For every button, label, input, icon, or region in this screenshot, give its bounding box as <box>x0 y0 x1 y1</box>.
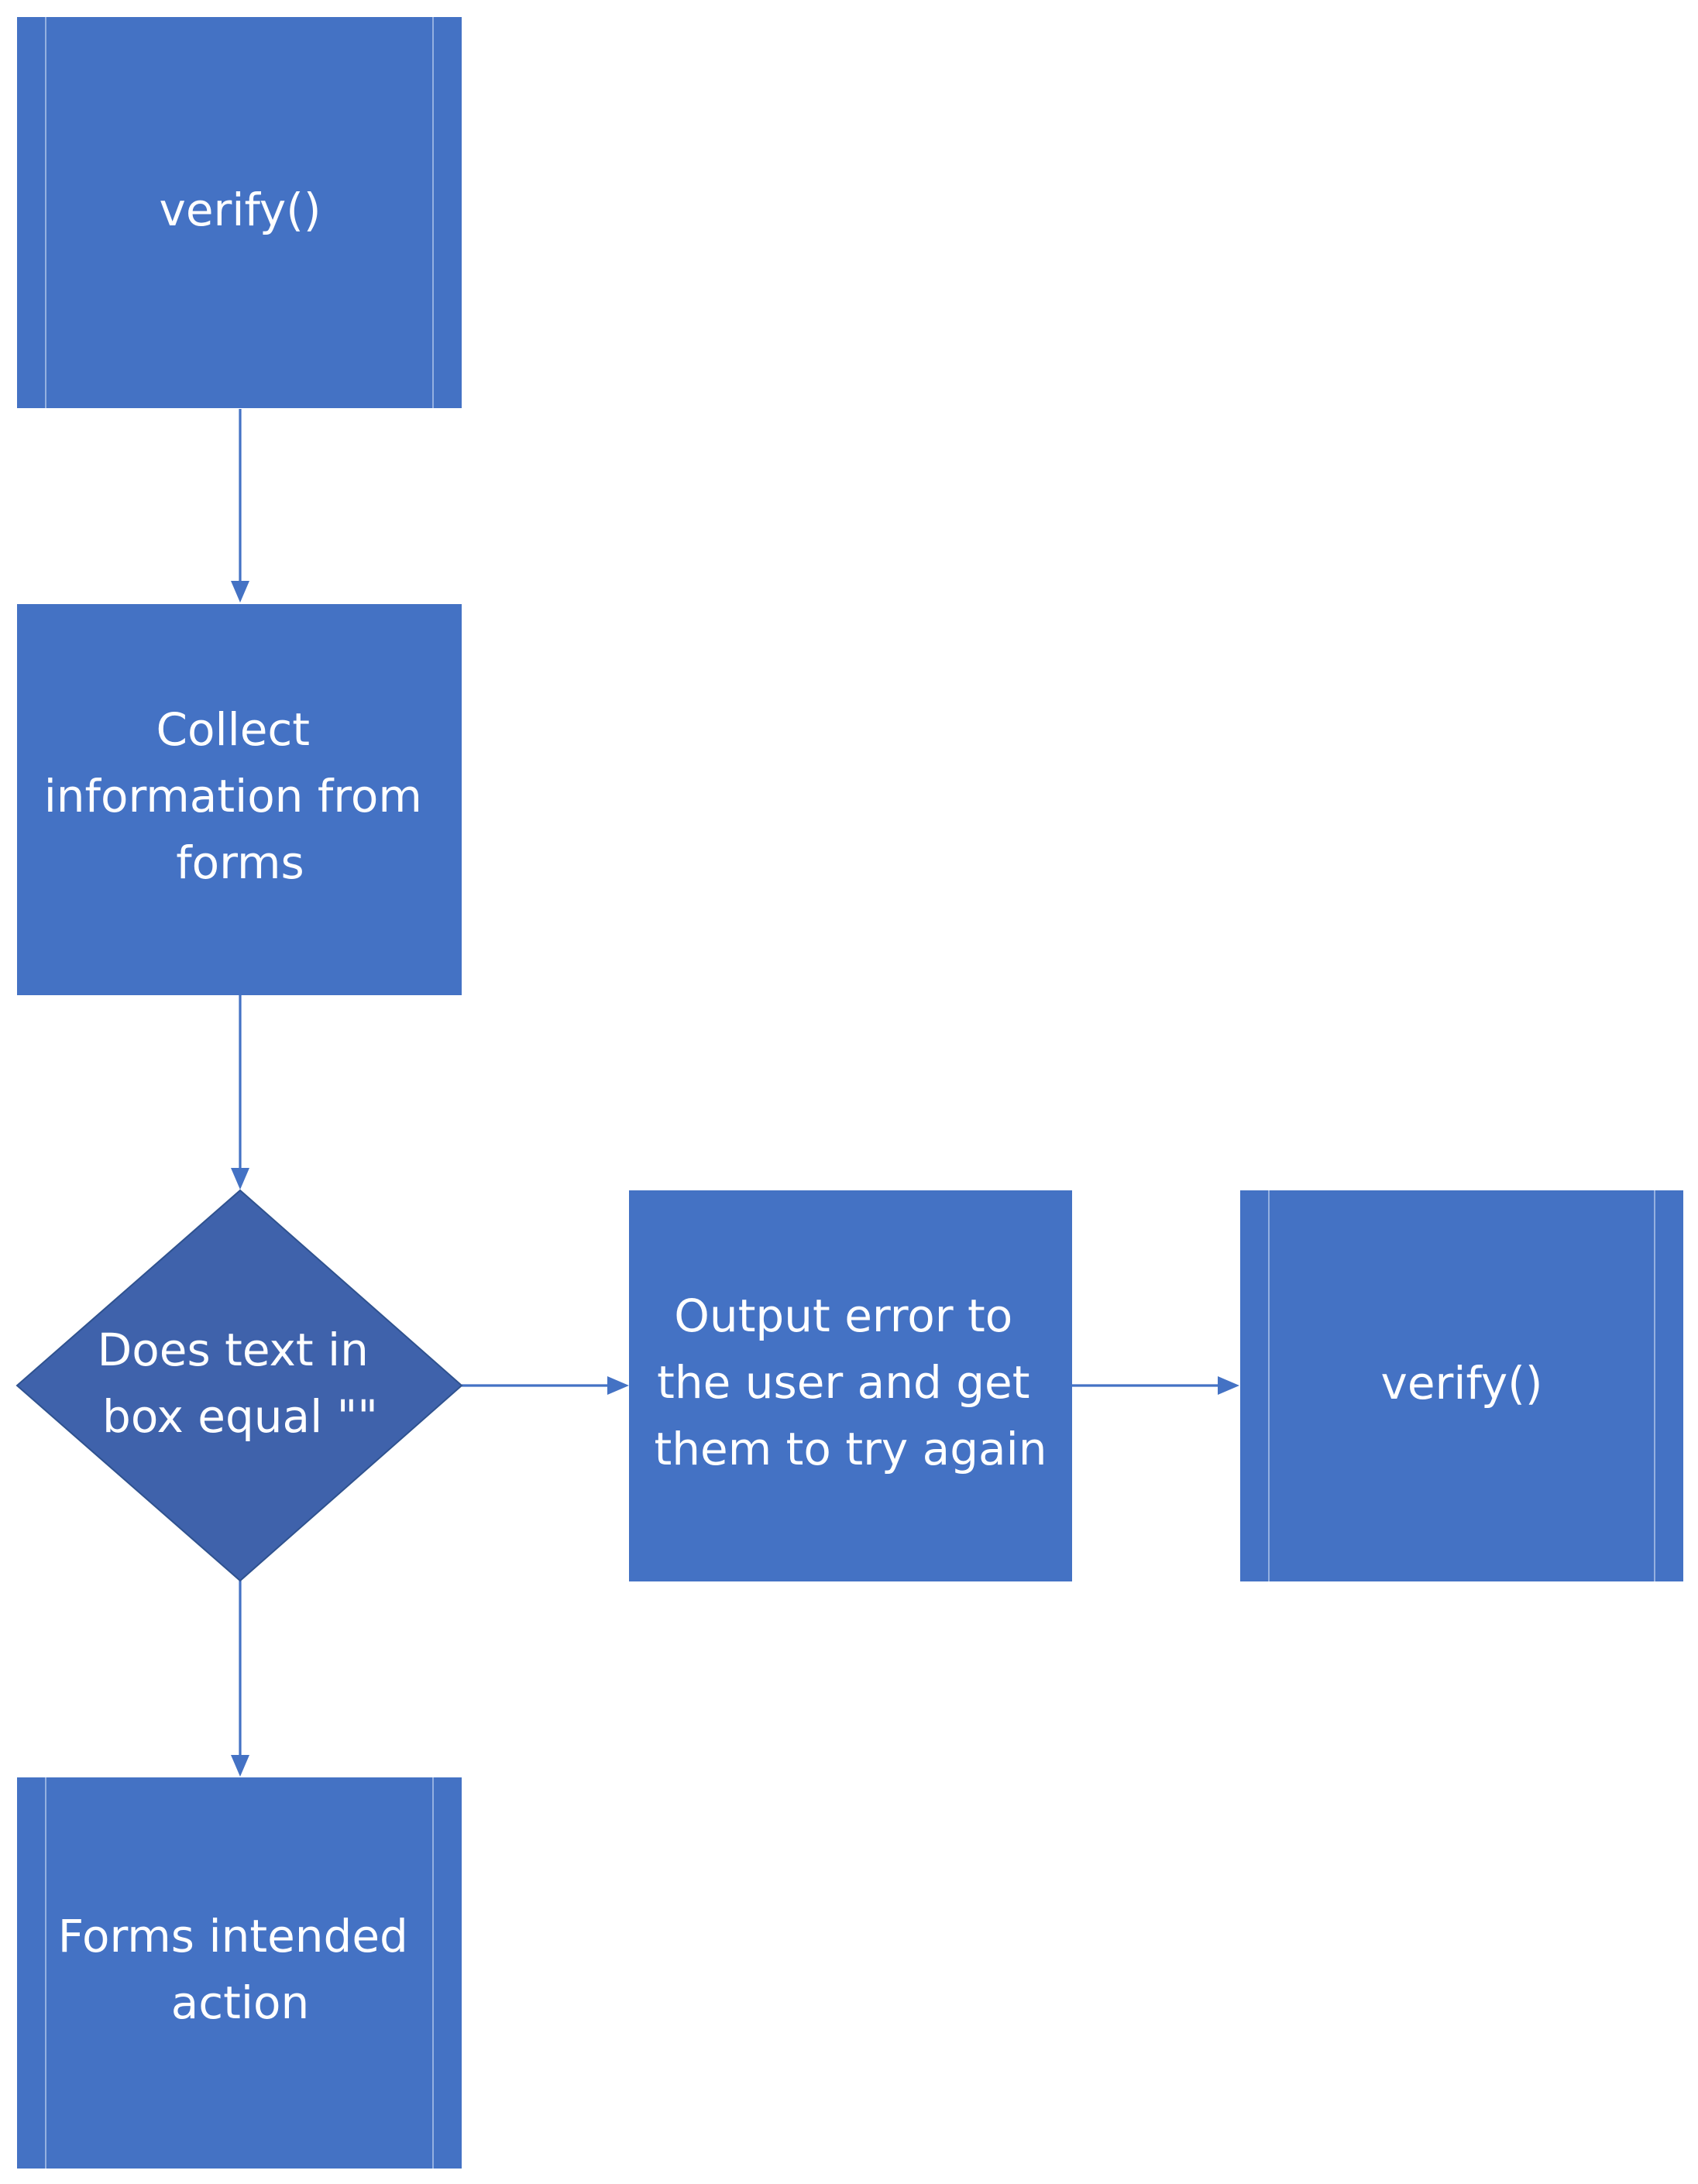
node-label-line: verify() <box>160 184 321 236</box>
node-text-empty-check: Does text in box equal "" <box>15 1189 463 1582</box>
node-label-line: forms <box>176 836 304 889</box>
node-label-line: the user and get <box>657 1356 1029 1409</box>
node-label-line: Collect <box>156 703 311 756</box>
node-label-line: Does text in <box>98 1324 369 1376</box>
node-forms-action-label: Forms intended action <box>58 1910 423 2029</box>
connector-collect-to-decision <box>231 995 249 1190</box>
node-output-error-label: Output error to the user and get them to… <box>655 1289 1047 1475</box>
node-label-line: action <box>171 1976 310 2029</box>
connectors <box>231 409 1239 1777</box>
node-collect-info-label: Collect information from forms <box>44 703 437 889</box>
node-label-line: Output error to <box>674 1289 1012 1342</box>
node-forms-action: Forms intended action <box>17 1777 462 2169</box>
connector-decision-to-error <box>462 1376 629 1395</box>
node-verify-retry: verify() <box>1240 1190 1683 1581</box>
node-text-empty-check-label: Does text in box equal "" <box>98 1324 383 1443</box>
node-label-line: them to try again <box>655 1423 1047 1475</box>
node-verify-start: verify() <box>17 17 462 408</box>
node-output-error: Output error to the user and get them to… <box>629 1190 1072 1581</box>
node-verify-start-label: verify() <box>160 184 321 236</box>
connector-error-to-verify <box>1072 1376 1239 1395</box>
node-verify-retry-label: verify() <box>1381 1357 1543 1410</box>
connector-decision-to-action <box>231 1581 249 1777</box>
node-label-line: box equal "" <box>102 1390 378 1443</box>
node-label-line: information from <box>44 770 422 822</box>
node-label-line: Forms intended <box>58 1910 408 1963</box>
node-label-line: verify() <box>1381 1357 1543 1410</box>
connector-verify-to-collect <box>231 409 249 603</box>
node-collect-info: Collect information from forms <box>17 604 462 995</box>
